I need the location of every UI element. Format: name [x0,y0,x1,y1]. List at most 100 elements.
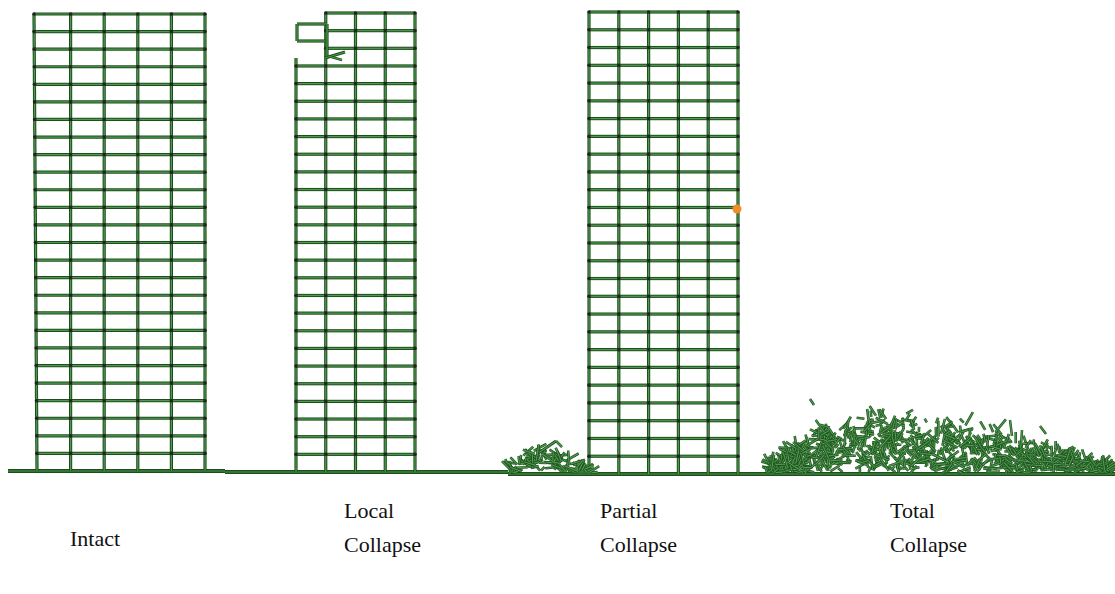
frame-node [136,188,140,192]
frame-node [413,117,417,121]
frame-member [708,277,738,280]
frame-member [71,135,105,138]
frame-member-core [556,441,562,447]
frame-member [71,83,105,86]
frame-member [619,135,649,138]
frame-node [413,347,417,351]
frame-member-core [708,65,738,66]
frame-member [385,206,415,209]
frame-member [104,311,138,314]
frame-member [708,188,738,191]
frame-member-core [37,435,71,436]
frame-member [589,295,619,298]
frame-node [136,452,140,456]
frame-member-core [678,136,708,137]
frame-node [647,152,651,156]
frame-member [356,100,386,103]
frame-member-core [619,438,649,439]
frame-member-core [619,29,649,30]
frame-member [649,99,679,102]
frame-member-core [296,260,326,261]
frame-member-core [356,348,386,349]
frame-member-core [138,49,172,50]
frame-member-core [708,82,738,83]
frame-member [678,437,708,440]
frame-member-core [71,242,105,243]
frame-node [647,206,651,210]
frame-node [203,153,207,157]
frame-node [383,152,387,156]
frame-member [590,466,600,472]
frame-member-core [649,47,679,48]
frame-member-core [34,66,70,67]
frame-member-core [71,66,105,67]
frame-member [649,277,679,280]
frame-member [326,188,356,191]
frame-member [36,276,71,279]
frame-member-core [708,260,738,261]
frame-member [589,437,619,440]
frame-member [356,364,386,367]
frame-member [296,294,326,297]
frame-member-core [104,277,138,278]
frame-node [736,152,740,156]
frame-member-core [296,295,326,296]
frame-member [138,12,172,15]
frame-member-core [589,82,619,83]
frame-node [203,346,207,350]
frame-member [171,329,205,332]
frame-node [383,170,387,174]
frame-node [203,83,207,87]
frame-node [294,311,298,315]
frame-member [589,366,619,369]
frame-member-core [326,454,356,455]
frame-member [326,29,356,32]
frame-member [171,12,205,15]
frame-member-core [138,435,172,436]
frame-member-core [385,330,415,331]
frame-node [617,295,621,299]
frame-member-core [678,402,708,403]
frame-node [413,170,417,174]
frame-member-core [356,83,386,84]
frame-node [617,401,621,405]
frame-member [986,470,1000,473]
frame-node [324,82,328,86]
frame-member [171,118,205,121]
frame-member [296,241,326,244]
frame-node [33,118,37,122]
frame-member-core [296,24,297,41]
frame-member [71,452,105,455]
frame-node [736,312,740,316]
frame-member [619,170,649,173]
frame-node [324,11,328,15]
frame-member [589,348,619,351]
frame-node [354,99,358,103]
frame-member-core [516,467,528,469]
frame-node [69,416,73,420]
frame-node [102,276,106,280]
frame-node [33,65,37,69]
frame-member-core [619,47,649,48]
frame-member [619,64,649,67]
frame-member [104,294,138,297]
frame-member [296,347,326,350]
frame-member [960,419,964,423]
frame-node [203,118,207,122]
frame-member-core [171,242,205,243]
frame-node [706,366,710,370]
frame-member [138,206,172,209]
frame-node [170,241,174,245]
frame-member [707,12,710,474]
frame-node [677,241,681,245]
frame-member [708,81,738,84]
frame-node [736,383,740,387]
frame-node [413,453,417,457]
frame-member-core [104,418,138,419]
frame-node [413,99,417,103]
frame-member-core [326,136,356,137]
frame-member-core [619,100,649,101]
frame-member [104,206,138,209]
frame-node [170,47,174,51]
frame-member-core [678,82,708,83]
